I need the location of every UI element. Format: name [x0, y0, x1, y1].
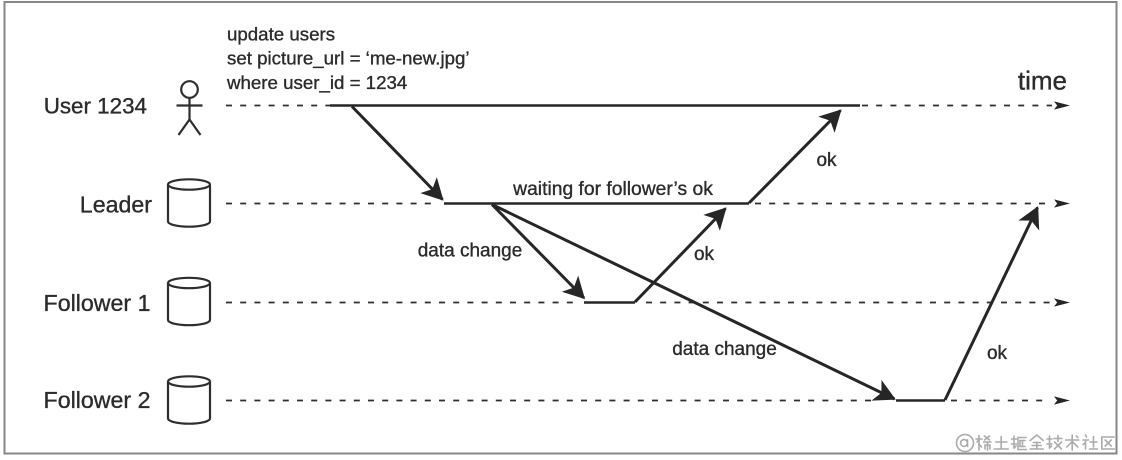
- svg-text:ok: ok: [816, 150, 837, 171]
- svg-text:time: time: [1018, 65, 1067, 95]
- svg-text:update users: update users: [227, 23, 335, 44]
- svg-text:ok: ok: [694, 244, 715, 265]
- svg-text:Follower 2: Follower 2: [44, 387, 151, 413]
- svg-text:Leader: Leader: [80, 192, 152, 218]
- svg-text:data change: data change: [672, 339, 777, 360]
- svg-text:User 1234: User 1234: [44, 94, 147, 119]
- svg-text:set picture_url = ‘me-new.jpg’: set picture_url = ‘me-new.jpg’: [227, 48, 470, 70]
- svg-text:where user_id = 1234: where user_id = 1234: [226, 72, 407, 94]
- svg-text:Follower 1: Follower 1: [44, 290, 151, 316]
- svg-text:ok: ok: [987, 343, 1008, 364]
- svg-text:waiting for follower’s ok: waiting for follower’s ok: [512, 179, 713, 200]
- svg-text:data change: data change: [418, 241, 523, 262]
